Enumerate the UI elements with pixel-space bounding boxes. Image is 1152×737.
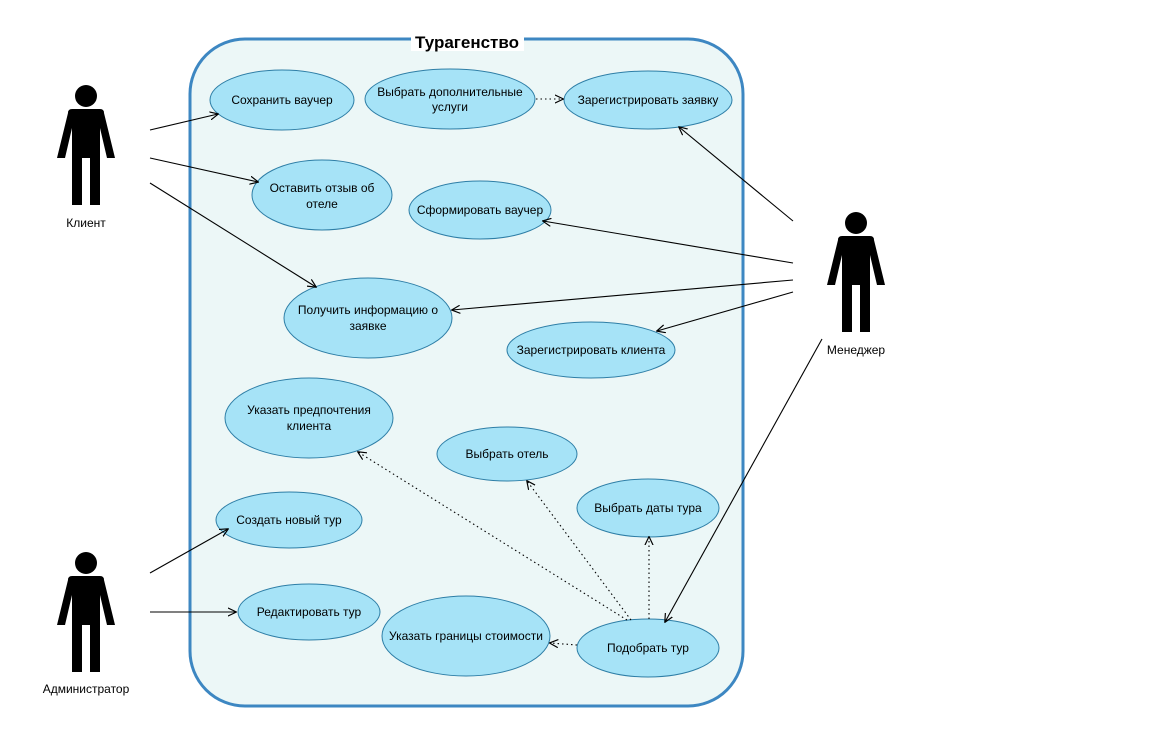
include-pick-to-price — [550, 643, 578, 645]
include-pick-to-hotel — [527, 481, 632, 621]
association-manager-register-request — [679, 127, 794, 222]
association-client-save-voucher — [149, 114, 218, 131]
use-case-label: Создать новый тур — [236, 513, 342, 527]
use-case-label: Сформировать ваучер — [417, 203, 544, 217]
use-case-save-voucher[interactable]: Сохранить ваучер — [209, 69, 355, 131]
use-case-label: клиента — [287, 419, 332, 433]
stick-figure-icon — [57, 552, 115, 672]
use-case-label: заявке — [349, 319, 386, 333]
use-case-label: Редактировать тур — [257, 605, 362, 619]
use-case-register-request[interactable]: Зарегистрировать заявку — [563, 70, 733, 130]
actor-label: Клиент — [66, 216, 106, 230]
use-case-label: отеле — [306, 197, 338, 211]
use-case-edit-tour[interactable]: Редактировать тур — [237, 583, 381, 641]
association-manager-get-info — [452, 279, 794, 310]
use-case-label: Получить информацию о — [298, 303, 438, 317]
include-pick-to-prefs — [358, 452, 628, 621]
actor-label: Администратор — [43, 682, 130, 696]
association-admin-create-tour — [149, 529, 228, 574]
use-case-create-tour[interactable]: Создать новый тур — [215, 491, 363, 549]
association-manager-register-client — [657, 291, 794, 331]
system-title: Турагенство — [415, 33, 519, 52]
association-client-get-info — [149, 182, 316, 287]
actor-client[interactable]: Клиент — [57, 85, 115, 230]
use-case-label: услуги — [432, 100, 468, 114]
actor-administrator[interactable]: Администратор — [43, 552, 130, 696]
use-case-choose-extra-services[interactable]: Выбрать дополнительные услуги — [364, 68, 536, 130]
actor-manager[interactable]: Менеджер — [827, 212, 886, 357]
use-case-label: Оставить отзыв об — [270, 181, 375, 195]
association-manager-pick-tour — [665, 338, 823, 622]
use-case-pick-tour[interactable]: Подобрать тур — [576, 618, 720, 678]
use-case-label: Зарегистрировать заявку — [578, 93, 719, 107]
use-case-label: Зарегистрировать клиента — [517, 343, 666, 357]
use-case-label: Указать предпочтения — [247, 403, 371, 417]
use-case-hotel-review[interactable]: Оставить отзыв об отеле — [251, 159, 393, 231]
use-case-label: Сохранить ваучер — [231, 93, 333, 107]
use-case-choose-hotel[interactable]: Выбрать отель — [436, 426, 578, 482]
use-case-choose-tour-dates[interactable]: Выбрать даты тура — [576, 478, 720, 538]
use-case-label: Выбрать дополнительные — [377, 85, 523, 99]
stick-figure-icon — [827, 212, 885, 332]
use-case-label: Выбрать даты тура — [594, 501, 702, 515]
use-case-get-request-info[interactable]: Получить информацию о заявке — [283, 277, 453, 359]
use-case-label: Указать границы стоимости — [389, 629, 543, 643]
use-case-label: Выбрать отель — [466, 447, 549, 461]
use-case-client-preferences[interactable]: Указать предпочтения клиента — [224, 377, 394, 459]
actor-label: Менеджер — [827, 343, 886, 357]
use-case-label: Подобрать тур — [607, 641, 689, 655]
association-manager-form-voucher — [543, 221, 794, 264]
use-case-form-voucher[interactable]: Сформировать ваучер — [408, 180, 552, 240]
use-case-price-limits[interactable]: Указать границы стоимости — [381, 595, 551, 677]
use-case-register-client[interactable]: Зарегистрировать клиента — [506, 321, 676, 379]
association-client-hotel-review — [149, 157, 258, 182]
system-title-background — [411, 31, 524, 51]
stick-figure-icon — [57, 85, 115, 205]
